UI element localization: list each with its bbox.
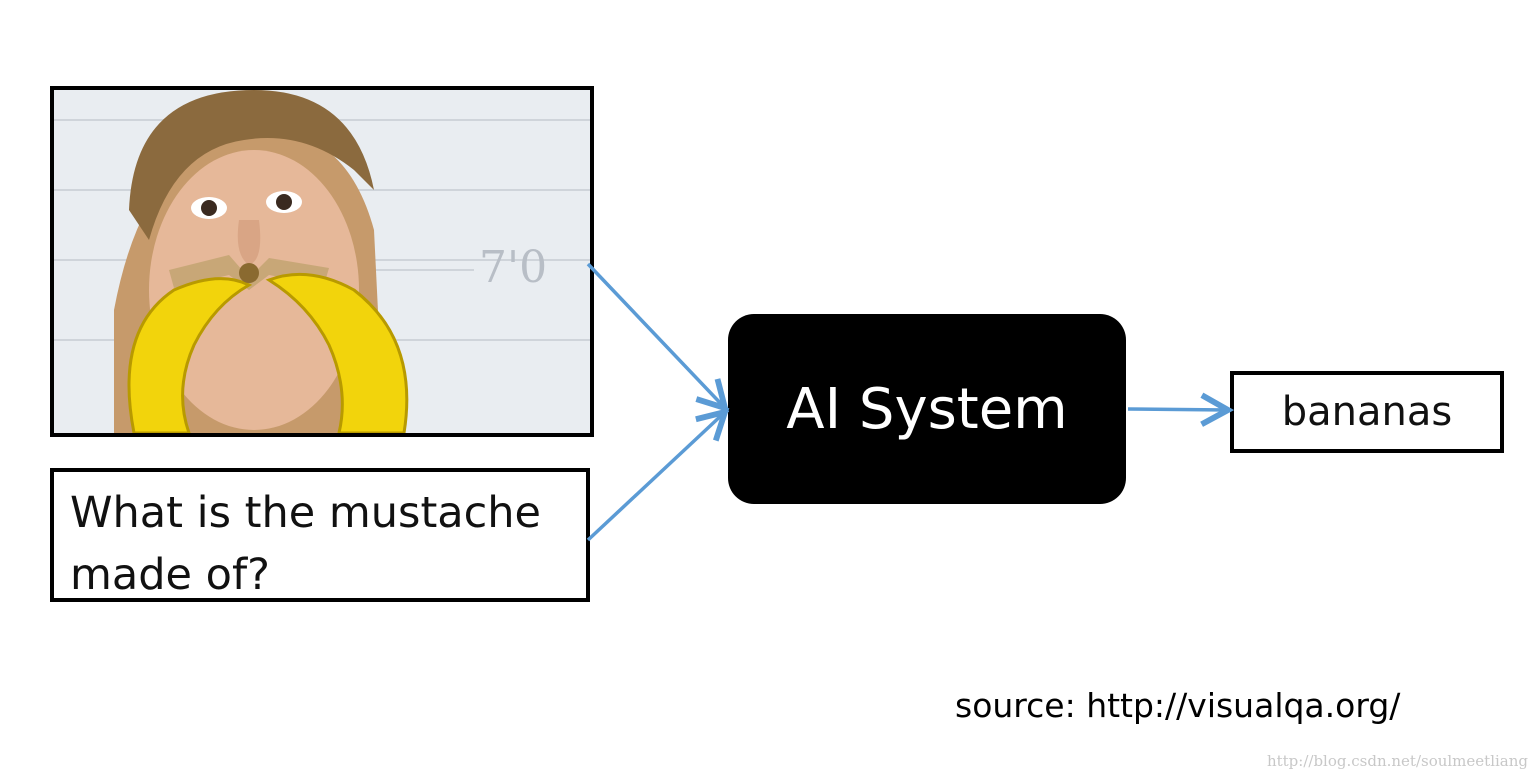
answer-box: bananas [1230,371,1504,453]
wall-marking: 7'0 [479,242,547,293]
photo-illustration: 7'0 [54,90,590,433]
input-image: 7'0 [50,86,594,437]
source-caption: source: http://visualqa.org/ [955,686,1401,725]
watermark: http://blog.csdn.net/soulmeetliang [1266,752,1528,770]
question-box: What is the mustache made of? [50,468,590,602]
question-text: What is the mustache made of? [70,488,542,600]
answer-label: bananas [1281,389,1453,435]
arrow-system-to-answer [1127,409,1228,410]
arrow-question-to-system [586,412,725,542]
arrow-image-to-system [586,262,725,408]
ai-system-label: AI System [786,376,1068,442]
ai-system-box: AI System [728,314,1126,504]
